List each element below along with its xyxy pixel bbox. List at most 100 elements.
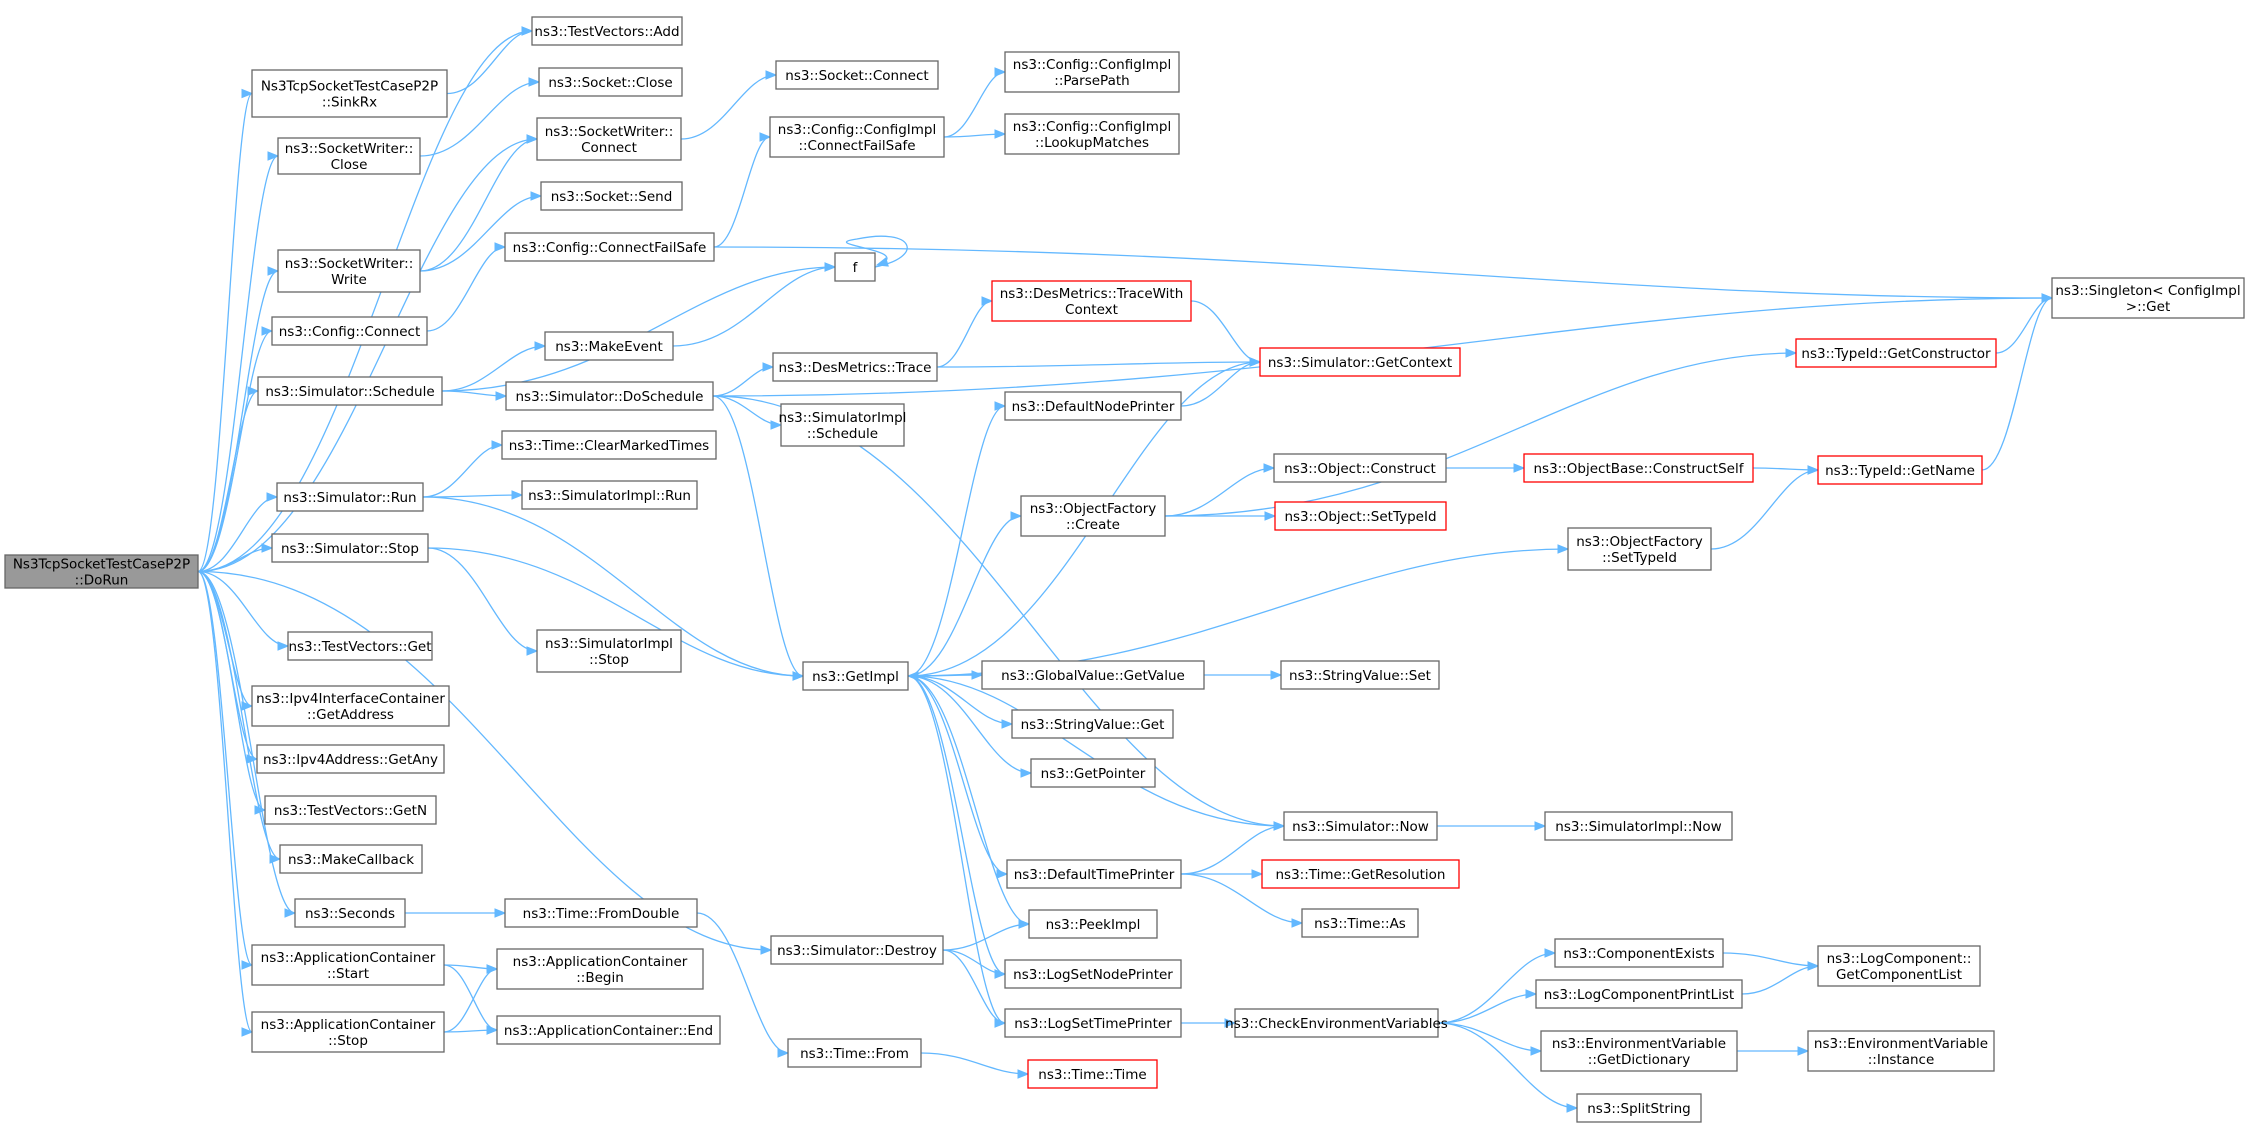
node-sinkrx[interactable]: Ns3TcpSocketTestCaseP2P::SinkRx — [251, 69, 448, 118]
arrowhead-deftimeprinter-to-time_getres — [1251, 869, 1264, 879]
arrowhead-getimpl-to-deftimeprinter — [996, 869, 1009, 879]
node-ipv4addr-getany[interactable]: ns3::Ipv4Address::GetAny — [256, 744, 445, 774]
node-appc-stop[interactable]: ns3::ApplicationContainer::Stop — [251, 1011, 445, 1053]
node-label: ns3::MakeCallback — [288, 852, 414, 868]
node-getpointer[interactable]: ns3::GetPointer — [1030, 758, 1156, 788]
node-compexists[interactable]: ns3::ComponentExists — [1554, 938, 1724, 968]
node-sim-stop[interactable]: ns3::Simulator::Stop — [271, 533, 429, 563]
arrowhead-obj_construct-to-objbase_cs — [1513, 463, 1526, 473]
node-defnodeprinter[interactable]: ns3::DefaultNodePrinter — [1004, 391, 1182, 421]
node-envvar-getdict[interactable]: ns3::EnvironmentVariable::GetDictionary — [1540, 1030, 1738, 1072]
node-logcompprintlist[interactable]: ns3::LogComponentPrintList — [1535, 979, 1743, 1009]
node-cfg-connect[interactable]: ns3::Config::Connect — [271, 316, 428, 346]
node-label: ::ParsePath — [1054, 73, 1129, 89]
node-ipv4ic-getaddr[interactable]: ns3::Ipv4InterfaceContainer::GetAddress — [251, 685, 450, 727]
node-sv-set[interactable]: ns3::StringValue::Set — [1280, 660, 1440, 690]
node-simimpl-stop[interactable]: ns3::SimulatorImpl::Stop — [536, 629, 682, 673]
node-sim-run[interactable]: ns3::Simulator::Run — [276, 482, 424, 512]
node-box — [496, 1015, 721, 1045]
node-lognodeprinter[interactable]: ns3::LogSetNodePrinter — [1004, 959, 1182, 989]
node-appc-start[interactable]: ns3::ApplicationContainer::Start — [251, 944, 445, 986]
node-makeevent[interactable]: ns3::MakeEvent — [544, 331, 674, 361]
node-simimpl-sched[interactable]: ns3::SimulatorImpl::Schedule — [779, 403, 907, 447]
arrowhead-sim_stop-to-getimpl — [792, 671, 805, 681]
node-sim-now[interactable]: ns3::Simulator::Now — [1283, 811, 1438, 841]
node-ci-lookup[interactable]: ns3::Config::ConfigImpl::LookupMatches — [1004, 113, 1180, 155]
call-edges — [197, 26, 2054, 1113]
node-simimpl-run[interactable]: ns3::SimulatorImpl::Run — [521, 480, 698, 510]
node-ci-parse[interactable]: ns3::Config::ConfigImpl::ParsePath — [1004, 51, 1180, 93]
node-label: ns3::CheckEnvironmentVariables — [1225, 1016, 1448, 1032]
node-logsettimeprinter[interactable]: ns3::LogSetTimePrinter — [1004, 1008, 1182, 1038]
node-sw-connect[interactable]: ns3::SocketWriter::Connect — [536, 117, 682, 161]
node-sock-connect[interactable]: ns3::Socket::Connect — [775, 60, 939, 90]
node-box — [1030, 758, 1156, 788]
node-peekimpl[interactable]: ns3::PeekImpl — [1028, 909, 1158, 939]
arrowhead-logcompprintlist-to-logcomp_getlist — [1807, 961, 1820, 971]
node-appc-begin[interactable]: ns3::ApplicationContainer::Begin — [496, 948, 704, 990]
node-time-getres[interactable]: ns3::Time::GetResolution — [1261, 859, 1460, 889]
node-f[interactable]: f — [834, 252, 876, 282]
node-obj-construct[interactable]: ns3::Object::Construct — [1273, 453, 1447, 483]
node-getimpl[interactable]: ns3::GetImpl — [802, 661, 909, 691]
node-box — [1540, 1030, 1738, 1072]
node-sv-get[interactable]: ns3::StringValue::Get — [1011, 709, 1174, 739]
node-sim-schedule[interactable]: ns3::Simulator::Schedule — [257, 376, 443, 406]
node-checkenv[interactable]: ns3::CheckEnvironmentVariables — [1225, 1008, 1448, 1038]
arrowhead-logsettimeprinter-to-checkenv — [1224, 1018, 1237, 1028]
node-time-clear[interactable]: ns3::Time::ClearMarkedTimes — [501, 430, 717, 460]
node-deftimeprinter[interactable]: ns3::DefaultTimePrinter — [1006, 859, 1182, 889]
node-time-as[interactable]: ns3::Time::As — [1301, 908, 1419, 938]
node-root[interactable]: Ns3TcpSocketTestCaseP2P::DoRun — [4, 554, 199, 589]
node-ci-cfs[interactable]: ns3::Config::ConfigImpl::ConnectFailSafe — [769, 116, 945, 158]
node-box — [770, 935, 944, 965]
node-makecallback[interactable]: ns3::MakeCallback — [279, 844, 423, 874]
node-sim-destroy[interactable]: ns3::Simulator::Destroy — [770, 935, 944, 965]
node-envvar-instance[interactable]: ns3::EnvironmentVariable::Instance — [1807, 1030, 1995, 1072]
node-typeid-getctor[interactable]: ns3::TypeId::GetConstructor — [1795, 338, 1997, 368]
node-typeid-getname[interactable]: ns3::TypeId::GetName — [1817, 455, 1983, 485]
node-time-fromdouble[interactable]: ns3::Time::FromDouble — [504, 898, 698, 928]
node-time-time[interactable]: ns3::Time::Time — [1027, 1059, 1158, 1089]
node-of-settypeid[interactable]: ns3::ObjectFactory::SetTypeId — [1567, 527, 1712, 571]
node-label: ::SinkRx — [322, 95, 377, 111]
node-label: ns3::Socket::Close — [548, 75, 672, 91]
node-of-create[interactable]: ns3::ObjectFactory::Create — [1020, 495, 1166, 537]
node-label: ::LookupMatches — [1035, 135, 1149, 151]
arrowhead-deftimeprinter-to-time_as — [1291, 918, 1304, 928]
node-sock-close[interactable]: ns3::Socket::Close — [538, 67, 683, 97]
edge-cfg_cfs-to-ci_cfs — [713, 136, 771, 248]
node-singleton[interactable]: ns3::Singleton< ConfigImpl>::Get — [2051, 277, 2245, 319]
node-gv-getvalue[interactable]: ns3::GlobalValue::GetValue — [981, 660, 1205, 690]
node-sw-write[interactable]: ns3::SocketWriter::Write — [277, 249, 421, 293]
node-simimpl-now[interactable]: ns3::SimulatorImpl::Now — [1544, 811, 1733, 841]
node-splitstring[interactable]: ns3::SplitString — [1576, 1093, 1702, 1123]
node-cfg-cfs[interactable]: ns3::Config::ConnectFailSafe — [504, 232, 715, 262]
node-appc-end[interactable]: ns3::ApplicationContainer::End — [496, 1015, 721, 1045]
node-obj-settypeid[interactable]: ns3::Object::SetTypeId — [1274, 501, 1447, 531]
node-box — [1027, 1059, 1158, 1089]
node-label: ns3::TypeId::GetName — [1825, 463, 1975, 479]
node-tv-getn[interactable]: ns3::TestVectors::GetN — [264, 795, 437, 825]
node-sock-send[interactable]: ns3::Socket::Send — [540, 181, 683, 211]
node-label: ns3::ObjectFactory — [1030, 501, 1157, 517]
node-label: ::Begin — [576, 970, 624, 986]
node-sim-getcontext[interactable]: ns3::Simulator::GetContext — [1259, 347, 1461, 377]
node-box — [1011, 709, 1174, 739]
node-sim-doschedule[interactable]: ns3::Simulator::DoSchedule — [505, 381, 714, 411]
node-seconds[interactable]: ns3::Seconds — [294, 898, 406, 928]
node-logcomp-getlist[interactable]: ns3::LogComponent::GetComponentList — [1817, 945, 1981, 987]
arrowhead-typeid_getctor-to-singleton — [2041, 293, 2054, 303]
node-box — [536, 117, 682, 161]
node-label: ns3::Object::SetTypeId — [1284, 509, 1436, 525]
node-sw-close[interactable]: ns3::SocketWriter::Close — [277, 137, 421, 175]
node-objbase-cs[interactable]: ns3::ObjectBase::ConstructSelf — [1523, 453, 1754, 483]
node-time-from[interactable]: ns3::Time::From — [787, 1038, 922, 1068]
node-label: ns3::TestVectors::Get — [288, 639, 431, 655]
node-tv-add[interactable]: ns3::TestVectors::Add — [531, 16, 683, 46]
node-tv-get[interactable]: ns3::TestVectors::Get — [287, 631, 433, 661]
node-des-trace[interactable]: ns3::DesMetrics::Trace — [772, 352, 938, 382]
edge-root-to-seconds — [197, 570, 296, 914]
node-box — [251, 69, 448, 118]
